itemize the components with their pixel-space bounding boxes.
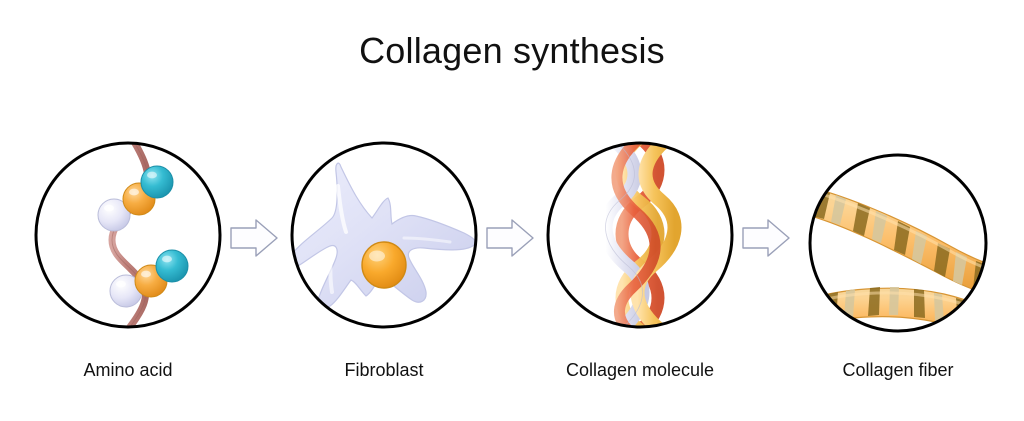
teal-amino-acid — [155, 249, 189, 283]
nucleus-highlight — [369, 250, 385, 262]
helix-strand-gold — [630, 144, 682, 326]
stage-label-collagen-fiber: Collagen fiber — [842, 360, 954, 380]
sphere-highlight — [141, 270, 151, 278]
process-arrows — [230, 219, 790, 257]
helix-outline — [605, 144, 643, 326]
collagen-fiber-lower — [811, 287, 985, 330]
stage-label-fibroblast: Fibroblast — [344, 360, 424, 380]
stage-collagen-molecule — [546, 141, 734, 329]
fiber-bands-upper — [812, 189, 985, 293]
stage-circle-fibroblast — [290, 141, 478, 329]
stage-circle-amino-acid — [34, 141, 222, 329]
sphere-highlight — [129, 188, 139, 196]
teal-amino-acid — [140, 165, 174, 199]
stage-circle-collagen-fiber — [808, 153, 988, 333]
sphere-highlight — [147, 171, 157, 179]
arrow-fibroblast-to-molecule — [486, 219, 534, 257]
cell-highlight — [402, 236, 452, 244]
sphere-highlight — [162, 255, 172, 263]
helix-strand-red — [615, 144, 665, 326]
amino-acid-cluster-lower — [109, 249, 189, 308]
fiber-body-lower — [811, 287, 985, 330]
collagen-fiber-upper — [811, 185, 985, 297]
helix-strand-red — [611, 144, 661, 326]
arrow-molecule-to-fiber — [742, 219, 790, 257]
stage-circle-collagen-molecule — [546, 141, 734, 329]
page-title: Collagen synthesis — [359, 30, 665, 71]
arrow-amino-acid-to-fibroblast — [230, 219, 278, 257]
sphere-highlight — [116, 280, 126, 288]
sphere-highlight — [104, 204, 114, 212]
cell-highlight — [336, 184, 348, 234]
stage-label-collagen-molecule: Collagen molecule — [565, 360, 715, 380]
stage-collagen-fiber — [808, 153, 988, 333]
cell-highlight — [328, 250, 334, 294]
amino-acid-cluster-upper — [97, 165, 174, 232]
stage-label-amino-acid: Amino acid — [83, 360, 173, 380]
fiber-highlight — [811, 188, 985, 272]
stage-fibroblast — [290, 141, 478, 329]
fibroblast-nucleus — [361, 241, 407, 289]
stage-amino-acid — [34, 141, 222, 329]
